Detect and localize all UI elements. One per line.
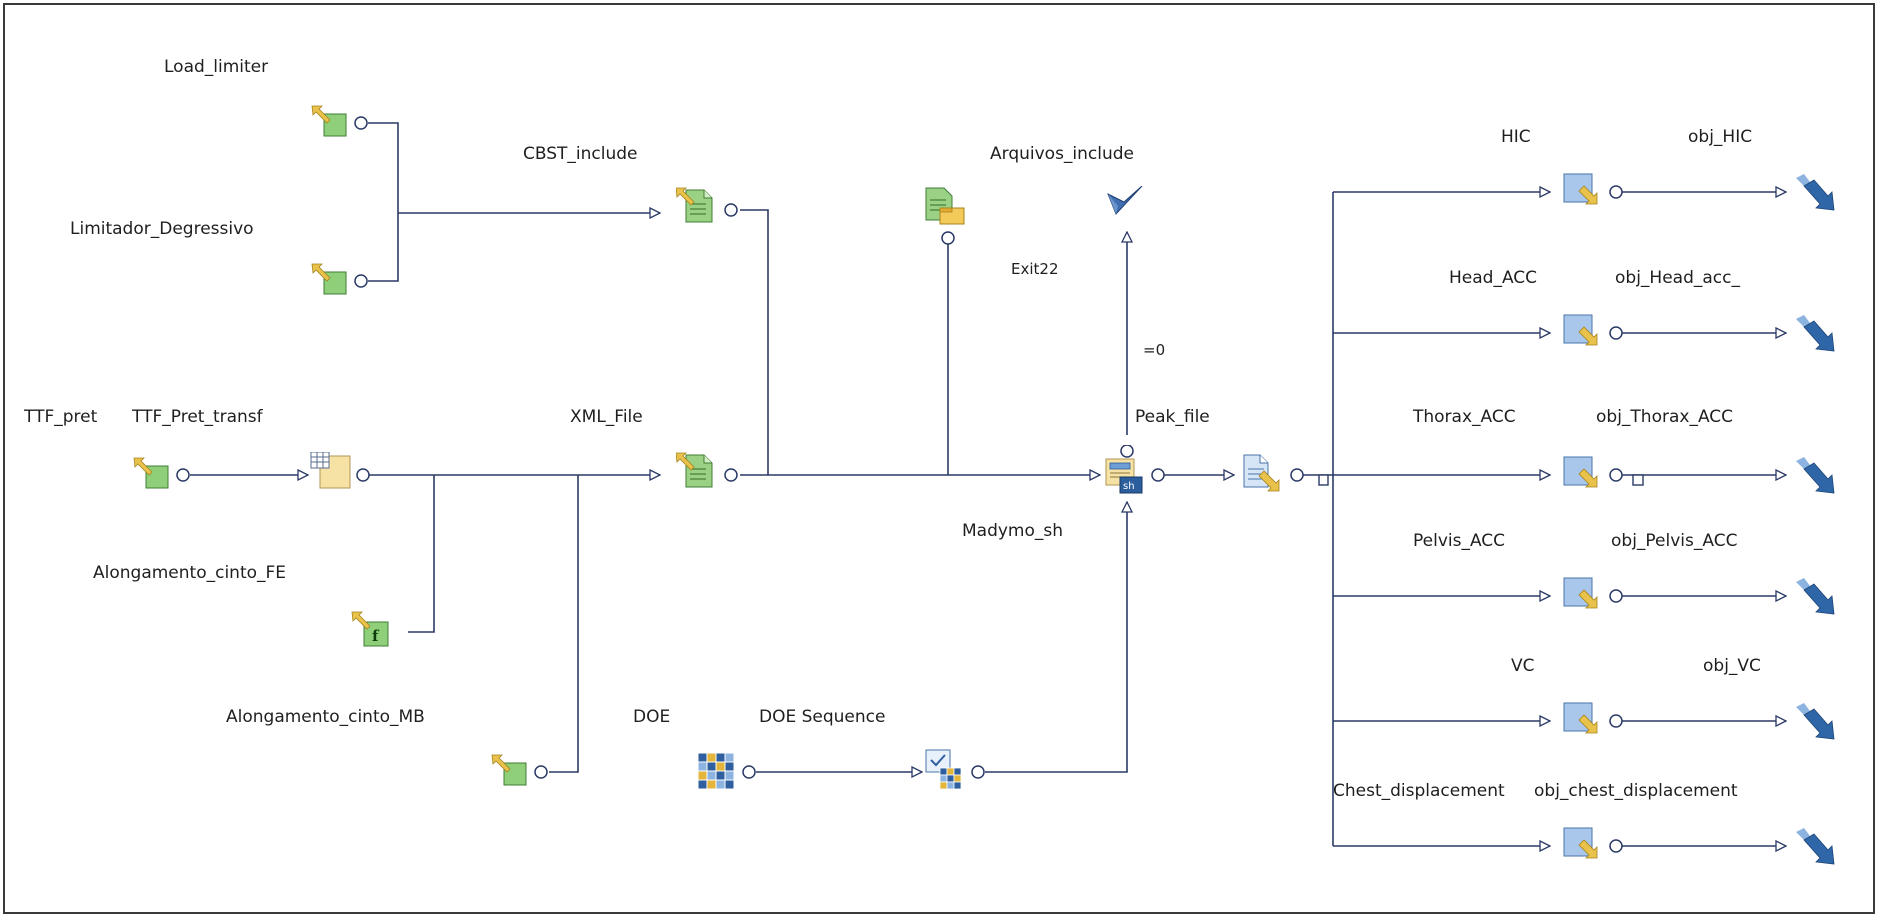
label-ttf-pret-transf: TTF_Pret_transf [132,407,263,427]
label-ttf-pret: TTF_pret [24,407,98,427]
label-load-limiter: Load_limiter [164,57,269,77]
label-chest-displacement: Chest_displacement [1333,781,1505,801]
calculator-icon[interactable] [308,452,372,496]
transfer-file-icon[interactable] [1238,451,1306,499]
file-include-icon[interactable] [676,186,742,230]
file-include-icon[interactable] [676,451,742,495]
output-variable-icon[interactable] [1560,455,1624,499]
label-hic: HIC [1501,127,1531,147]
wire-load-limiter [368,122,399,213]
wire-alongamento-mb [549,475,579,773]
output-variable-icon[interactable] [1560,576,1624,620]
label-obj-vc: obj_VC [1703,656,1761,676]
label-eq0: =0 [1143,341,1166,359]
label-obj-hic: obj_HIC [1688,127,1753,147]
input-variable-icon[interactable] [310,102,370,142]
script-node-icon[interactable]: sh [1096,445,1166,507]
label-doe: DOE [633,707,671,727]
label-xml-file: XML_File [570,407,643,427]
wire-cbst-out [740,209,769,475]
label-vc: VC [1511,656,1535,676]
output-variable-icon[interactable] [1560,313,1624,357]
canvas-frame [3,3,1875,914]
label-obj-pelvis-acc: obj_Pelvis_ACC [1611,531,1738,551]
label-doe-sequence: DOE Sequence [759,707,886,727]
output-variable-icon[interactable] [1560,701,1624,745]
label-obj-head-acc: obj_Head_acc_ [1615,268,1740,288]
label-madymo-sh: Madymo_sh [962,521,1064,541]
doe-sequence-icon[interactable] [922,746,988,794]
wire-alongamento-fe [408,475,435,633]
port-square-thorax [1632,474,1644,486]
label-pelvis-acc: Pelvis_ACC [1413,531,1506,551]
label-exit22: Exit22 [1011,260,1059,278]
input-variable-icon[interactable] [132,454,192,494]
objective-arrow-icon[interactable] [1794,313,1838,355]
objective-arrow-icon[interactable] [1794,701,1838,743]
exit-checkmark-icon[interactable] [1104,186,1148,222]
input-variable-icon[interactable] [490,751,550,791]
output-variable-icon[interactable] [1560,172,1624,216]
sh-badge: sh [1123,481,1135,492]
input-variable-icon[interactable] [310,260,370,300]
objective-arrow-icon[interactable] [1794,576,1838,618]
label-cbst-include: CBST_include [523,144,638,164]
wire-limitador [368,213,399,282]
label-thorax-acc: Thorax_ACC [1413,407,1516,427]
label-arquivos-include: Arquivos_include [990,144,1135,164]
label-limitador-degressivo: Limitador_Degressivo [70,219,254,239]
function-icon[interactable]: f [350,608,410,654]
file-folder-icon[interactable] [922,186,974,248]
label-peak-file: Peak_file [1135,407,1210,427]
doe-grid-icon[interactable] [696,751,760,793]
objective-arrow-icon[interactable] [1794,172,1838,214]
label-obj-thorax-acc: obj_Thorax_ACC [1596,407,1734,427]
label-alongamento-mb: Alongamento_cinto_MB [226,707,425,727]
label-obj-chest-displacement: obj_chest_displacement [1534,781,1738,801]
port-square [1318,474,1329,486]
objective-arrow-icon[interactable] [1794,826,1838,868]
label-head-acc: Head_ACC [1449,268,1538,288]
output-variable-icon[interactable] [1560,826,1624,870]
wire-doe-seq [985,502,1127,773]
svg-text:f: f [372,627,380,645]
objective-arrow-icon[interactable] [1794,455,1838,497]
label-alongamento-fe: Alongamento_cinto_FE [93,563,287,583]
